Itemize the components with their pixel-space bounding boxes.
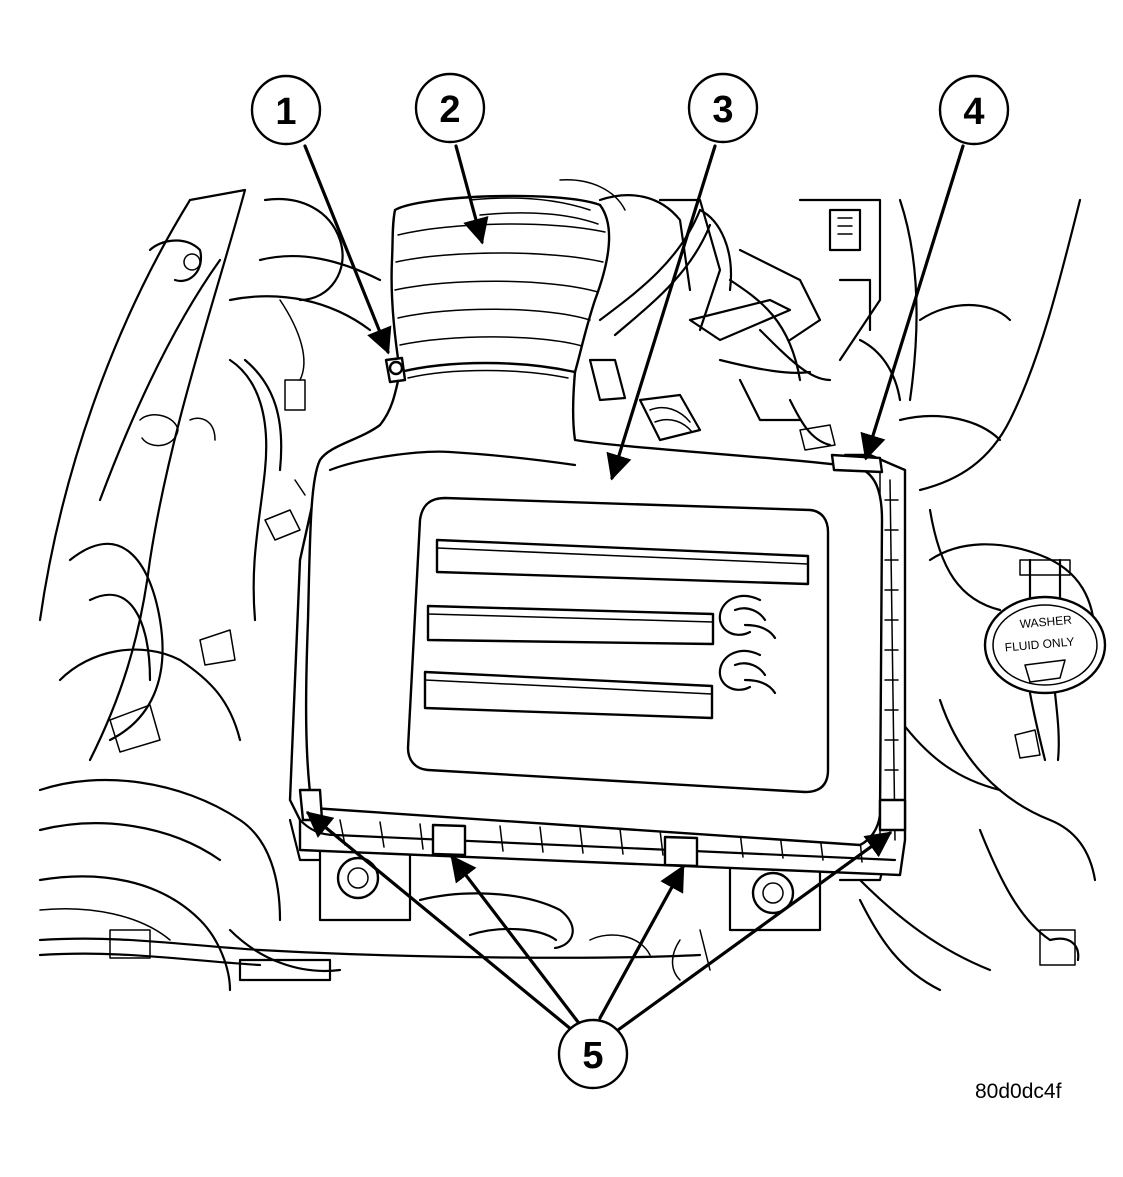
figure-code: 80d0dc4f — [975, 1080, 1062, 1103]
leader-5b — [450, 854, 580, 1024]
leader-1 — [303, 144, 392, 355]
label-stripes — [423, 538, 810, 720]
washer-cap-text-line2: FLUID ONLY — [1004, 634, 1075, 654]
callout-1: 1 — [250, 74, 322, 146]
leader-5a — [305, 811, 574, 1032]
housing-clip-center — [663, 835, 699, 868]
callout-2-label: 2 — [439, 89, 460, 131]
housing-rib-lines — [339, 499, 899, 863]
leader-5d — [616, 831, 893, 1032]
callout-4-label: 4 — [963, 91, 984, 133]
washer-fluid-reservoir-cap: WASHER FLUID ONLY — [983, 558, 1107, 762]
air-cleaner-housing — [288, 356, 907, 877]
housing-screw — [830, 453, 884, 474]
leader-lines — [303, 144, 965, 1032]
housing-clip-left — [431, 823, 467, 857]
brand-logo-icon — [718, 594, 777, 695]
intake-bellows-hose — [390, 179, 626, 374]
leader-4 — [860, 144, 965, 461]
leader-2 — [454, 144, 489, 245]
washer-cap-text-line1: WASHER — [1019, 613, 1073, 632]
callout-5-label: 5 — [582, 1035, 603, 1077]
housing-clip-right — [878, 798, 907, 832]
callout-4: 4 — [938, 74, 1010, 146]
bolt-right — [751, 871, 795, 915]
callout-2: 2 — [414, 72, 486, 144]
callout-3-label: 3 — [712, 89, 733, 131]
engine-bay-background: WASHER FLUID ONLY — [38, 179, 1107, 992]
washer-symbol-icon — [1024, 659, 1066, 683]
callout-1-label: 1 — [275, 91, 296, 133]
leader-5c — [598, 864, 685, 1020]
bolt-left — [336, 856, 380, 900]
leader-3 — [606, 144, 717, 481]
callout-3: 3 — [687, 72, 759, 144]
callout-5: 5 — [557, 1018, 629, 1090]
